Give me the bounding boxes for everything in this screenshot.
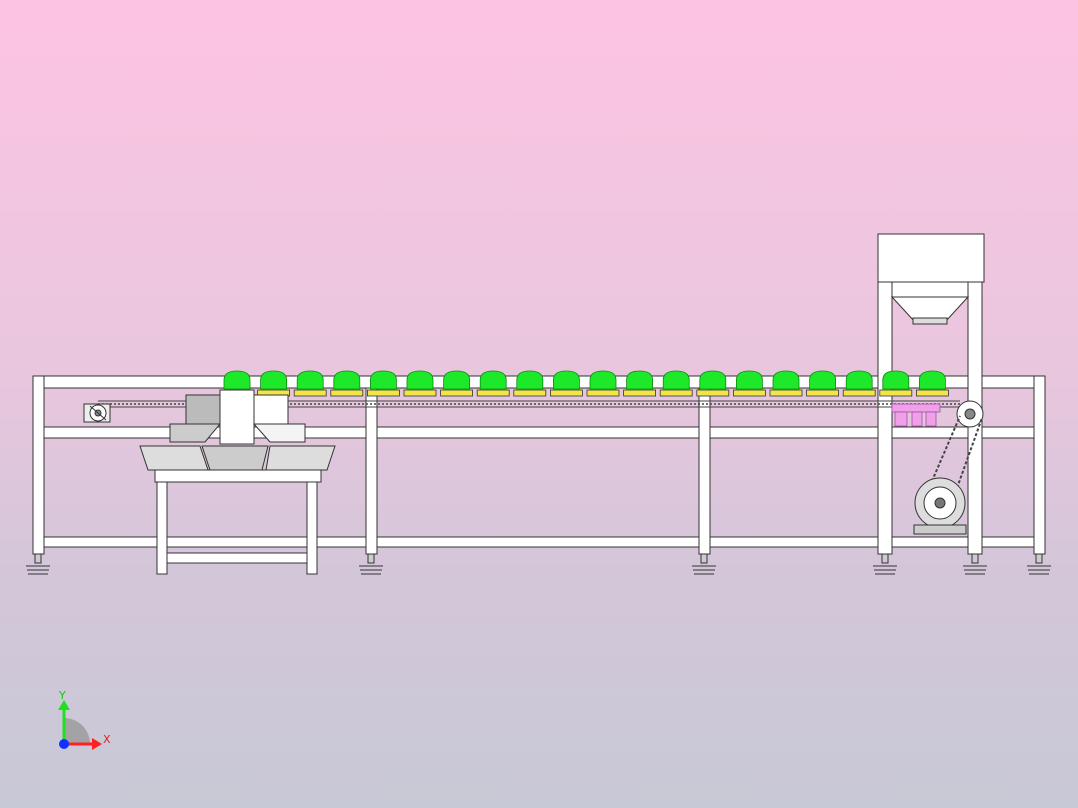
product-item[interactable]: [662, 370, 690, 390]
drive-motor[interactable]: [913, 400, 984, 535]
left-sprocket[interactable]: [83, 403, 111, 423]
triad-arc-icon: [64, 718, 90, 744]
product-item[interactable]: [589, 370, 617, 390]
products[interactable]: [223, 370, 946, 390]
product-item[interactable]: [626, 370, 653, 390]
product-tray: [733, 389, 766, 397]
feed-hopper[interactable]: [877, 233, 985, 325]
triad-y-label: Y: [59, 689, 66, 702]
product-tray: [916, 389, 949, 397]
product-item[interactable]: [443, 370, 470, 390]
leveling-feet: [26, 553, 1051, 575]
product-tray: [513, 389, 547, 397]
product-item[interactable]: [882, 370, 910, 390]
pink-guide-block: [891, 403, 941, 427]
product-item[interactable]: [919, 370, 946, 390]
product-tray: [403, 389, 437, 397]
leveling-foot: [873, 553, 897, 575]
product-tray: [586, 389, 620, 397]
product-tray: [696, 389, 730, 397]
product-tray: [330, 389, 364, 397]
product-tray: [623, 389, 656, 397]
product-item[interactable]: [296, 370, 324, 390]
product-item[interactable]: [699, 370, 727, 390]
collection-table[interactable]: [154, 469, 322, 575]
product-item[interactable]: [333, 370, 361, 390]
product-item[interactable]: [809, 370, 836, 390]
product-tray: [806, 389, 839, 397]
leveling-foot: [692, 553, 716, 575]
leveling-foot: [359, 553, 383, 575]
product-tray: [293, 389, 327, 397]
z-axis-dot-icon: [59, 739, 69, 749]
product-tray: [550, 389, 583, 397]
triad-x-label: X: [103, 733, 111, 746]
product-tray: [440, 389, 474, 397]
product-tray: [659, 389, 693, 397]
product-tray: [879, 389, 913, 397]
product-item[interactable]: [260, 370, 287, 390]
product-trays: [220, 389, 949, 397]
product-item[interactable]: [370, 370, 397, 390]
product-item[interactable]: [516, 370, 544, 390]
leveling-foot: [963, 553, 987, 575]
product-item[interactable]: [553, 370, 580, 390]
product-tray: [476, 389, 510, 397]
product-tray: [842, 389, 876, 397]
product-tray: [366, 389, 400, 397]
leveling-foot: [26, 553, 50, 575]
leveling-foot: [1027, 553, 1051, 575]
sorting-station[interactable]: [139, 389, 336, 471]
product-item[interactable]: [479, 370, 507, 390]
product-tray: [769, 389, 803, 397]
product-item[interactable]: [406, 370, 434, 390]
product-item[interactable]: [736, 370, 763, 390]
product-item[interactable]: [772, 370, 800, 390]
product-item[interactable]: [223, 370, 251, 390]
product-item[interactable]: [845, 370, 873, 390]
